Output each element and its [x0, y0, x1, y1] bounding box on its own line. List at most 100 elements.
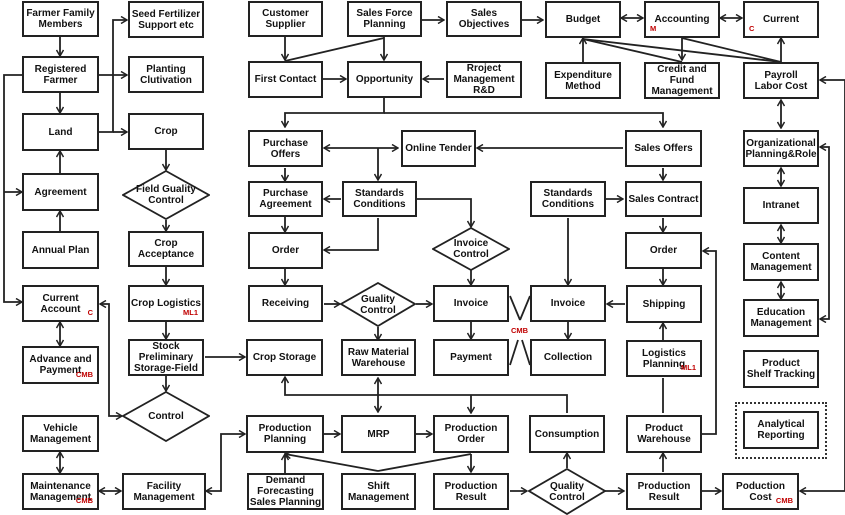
connector: [284, 37, 385, 62]
node-shipping[interactable]: Shipping: [626, 285, 702, 323]
node-production-result-right[interactable]: Production Result: [626, 473, 702, 510]
node-order-left[interactable]: Order: [248, 232, 323, 269]
node-online-tender[interactable]: Online Tender: [401, 130, 476, 167]
node-label: Quality Control: [549, 480, 585, 503]
node-purchase-offers[interactable]: Purchase Offers: [248, 130, 323, 167]
node-organizational-planning[interactable]: Organizational Planning&Role: [743, 130, 819, 167]
node-seed-fertilizer[interactable]: Seed Fertilizer Support etc: [128, 1, 204, 38]
node-collection[interactable]: Collection: [530, 339, 606, 376]
node-production-order[interactable]: Production Order: [433, 415, 509, 453]
node-label: Standards Conditions: [353, 188, 406, 210]
node-product-warehouse[interactable]: Product Warehouse: [626, 415, 702, 453]
node-planting-cultivation[interactable]: Planting Clutivation: [128, 56, 204, 93]
node-guality-control[interactable]: Guality Control: [340, 282, 416, 327]
node-standards-conditions-left[interactable]: Standards Conditions: [342, 181, 417, 217]
node-facility-management[interactable]: Facility Management: [122, 473, 206, 510]
node-label: Order: [649, 245, 678, 256]
node-label: Shipping: [642, 298, 686, 310]
node-control[interactable]: Control: [122, 391, 210, 442]
node-field-quality-control[interactable]: Field Guality Control: [122, 170, 210, 220]
node-budget[interactable]: Budget: [545, 1, 621, 38]
connector: [519, 295, 531, 321]
node-label: Poduction Cost: [736, 480, 785, 503]
node-sales-objectives[interactable]: Sales Objectives: [446, 1, 522, 37]
node-invoice-left[interactable]: Invoice: [433, 285, 509, 322]
node-sales-force-planning[interactable]: Sales Force Planning: [347, 1, 422, 37]
node-first-contact[interactable]: First Contact: [248, 61, 323, 98]
node-annual-plan[interactable]: Annual Plan: [22, 231, 99, 269]
node-opportunity[interactable]: Opportunity: [347, 61, 422, 98]
node-label: Facility Management: [133, 480, 195, 503]
node-label: Content Management: [750, 251, 812, 273]
node-invoice-right[interactable]: Invoice: [530, 285, 606, 322]
node-quality-control[interactable]: Quality Control: [528, 468, 606, 515]
node-sales-contract[interactable]: Sales Contract: [625, 181, 702, 217]
connector: [820, 147, 830, 319]
node-label: Production Result: [444, 480, 498, 503]
node-mrp[interactable]: MRP: [341, 415, 416, 453]
node-product-shelf-tracking[interactable]: Product Shelf Tracking: [743, 350, 819, 388]
connector: [206, 434, 245, 491]
node-label: Agreement: [34, 186, 87, 198]
node-crop-storage[interactable]: Crop Storage: [246, 339, 323, 376]
node-label: Sales Objectives: [458, 8, 510, 30]
node-label: Raw Material Warehouse: [347, 346, 410, 369]
node-analytical-reporting[interactable]: Analytical Reporting: [743, 411, 819, 449]
node-farmer-family-members[interactable]: Farmer Family Members: [22, 1, 99, 37]
node-intranet[interactable]: Intranet: [743, 187, 819, 224]
node-expenditure-method[interactable]: Expenditure Method: [545, 62, 621, 99]
node-standards-conditions-right[interactable]: Standards Conditions: [530, 181, 606, 217]
node-receiving[interactable]: Receiving: [248, 285, 323, 322]
node-stock-preliminary-storage[interactable]: Stock Preliminary Storage-Field: [128, 339, 204, 376]
node-label: Invoice Control: [453, 238, 489, 260]
node-order-right[interactable]: Order: [625, 232, 702, 269]
node-invoice-control[interactable]: Invoice Control: [432, 227, 510, 271]
node-vehicle-management[interactable]: Vehicle Management: [22, 415, 99, 452]
module-tag: ML1: [183, 308, 198, 317]
node-demand-forecasting[interactable]: Demand Forecasting Sales Planning: [247, 473, 324, 510]
node-production-result-left[interactable]: Production Result: [433, 473, 509, 510]
node-project-management[interactable]: Rroject Management R&D: [446, 61, 522, 98]
node-label: Intranet: [762, 200, 800, 211]
node-label: Accounting: [654, 14, 710, 25]
invoice-cmb-tag: CMB: [511, 326, 529, 335]
node-land[interactable]: Land: [22, 113, 99, 151]
diamond-shape: [340, 282, 416, 327]
node-content-management[interactable]: Content Management: [743, 243, 819, 281]
node-registered-farmer[interactable]: Registered Farmer: [22, 56, 99, 93]
node-crop-acceptance[interactable]: Crop Acceptance: [128, 231, 204, 267]
node-raw-material-warehouse[interactable]: Raw Material Warehouse: [341, 339, 416, 376]
node-production-planning[interactable]: Production Planning: [246, 415, 324, 453]
node-label: Shift Management: [347, 480, 410, 503]
node-consumption[interactable]: Consumption: [529, 415, 605, 453]
node-label: Opportunity: [355, 74, 414, 85]
node-sales-offers[interactable]: Sales Offers: [625, 130, 702, 167]
connector: [3, 74, 22, 302]
module-tag: CMB: [775, 496, 793, 505]
node-education-management[interactable]: Education Management: [743, 299, 819, 337]
module-tag: C: [87, 308, 93, 317]
node-agreement[interactable]: Agreement: [22, 173, 99, 211]
node-label: MRP: [367, 428, 390, 440]
node-payment[interactable]: Payment: [433, 339, 509, 376]
connector: [509, 339, 519, 366]
node-label: Logistics Planning: [642, 347, 686, 370]
node-label: Current: [762, 14, 800, 25]
node-crop[interactable]: Crop: [128, 113, 204, 150]
node-label: Purchase Agreement: [259, 188, 312, 210]
node-payroll-labor-cost[interactable]: Payroll Labor Cost: [743, 62, 819, 99]
node-purchase-agreement[interactable]: Purchase Agreement: [248, 181, 323, 217]
node-credit-fund-management[interactable]: Credit and Fund Management: [644, 62, 720, 99]
node-shift-management[interactable]: Shift Management: [341, 473, 416, 510]
node-customer-supplier[interactable]: Customer Supplier: [248, 1, 323, 37]
node-label: Consumption: [534, 428, 600, 440]
